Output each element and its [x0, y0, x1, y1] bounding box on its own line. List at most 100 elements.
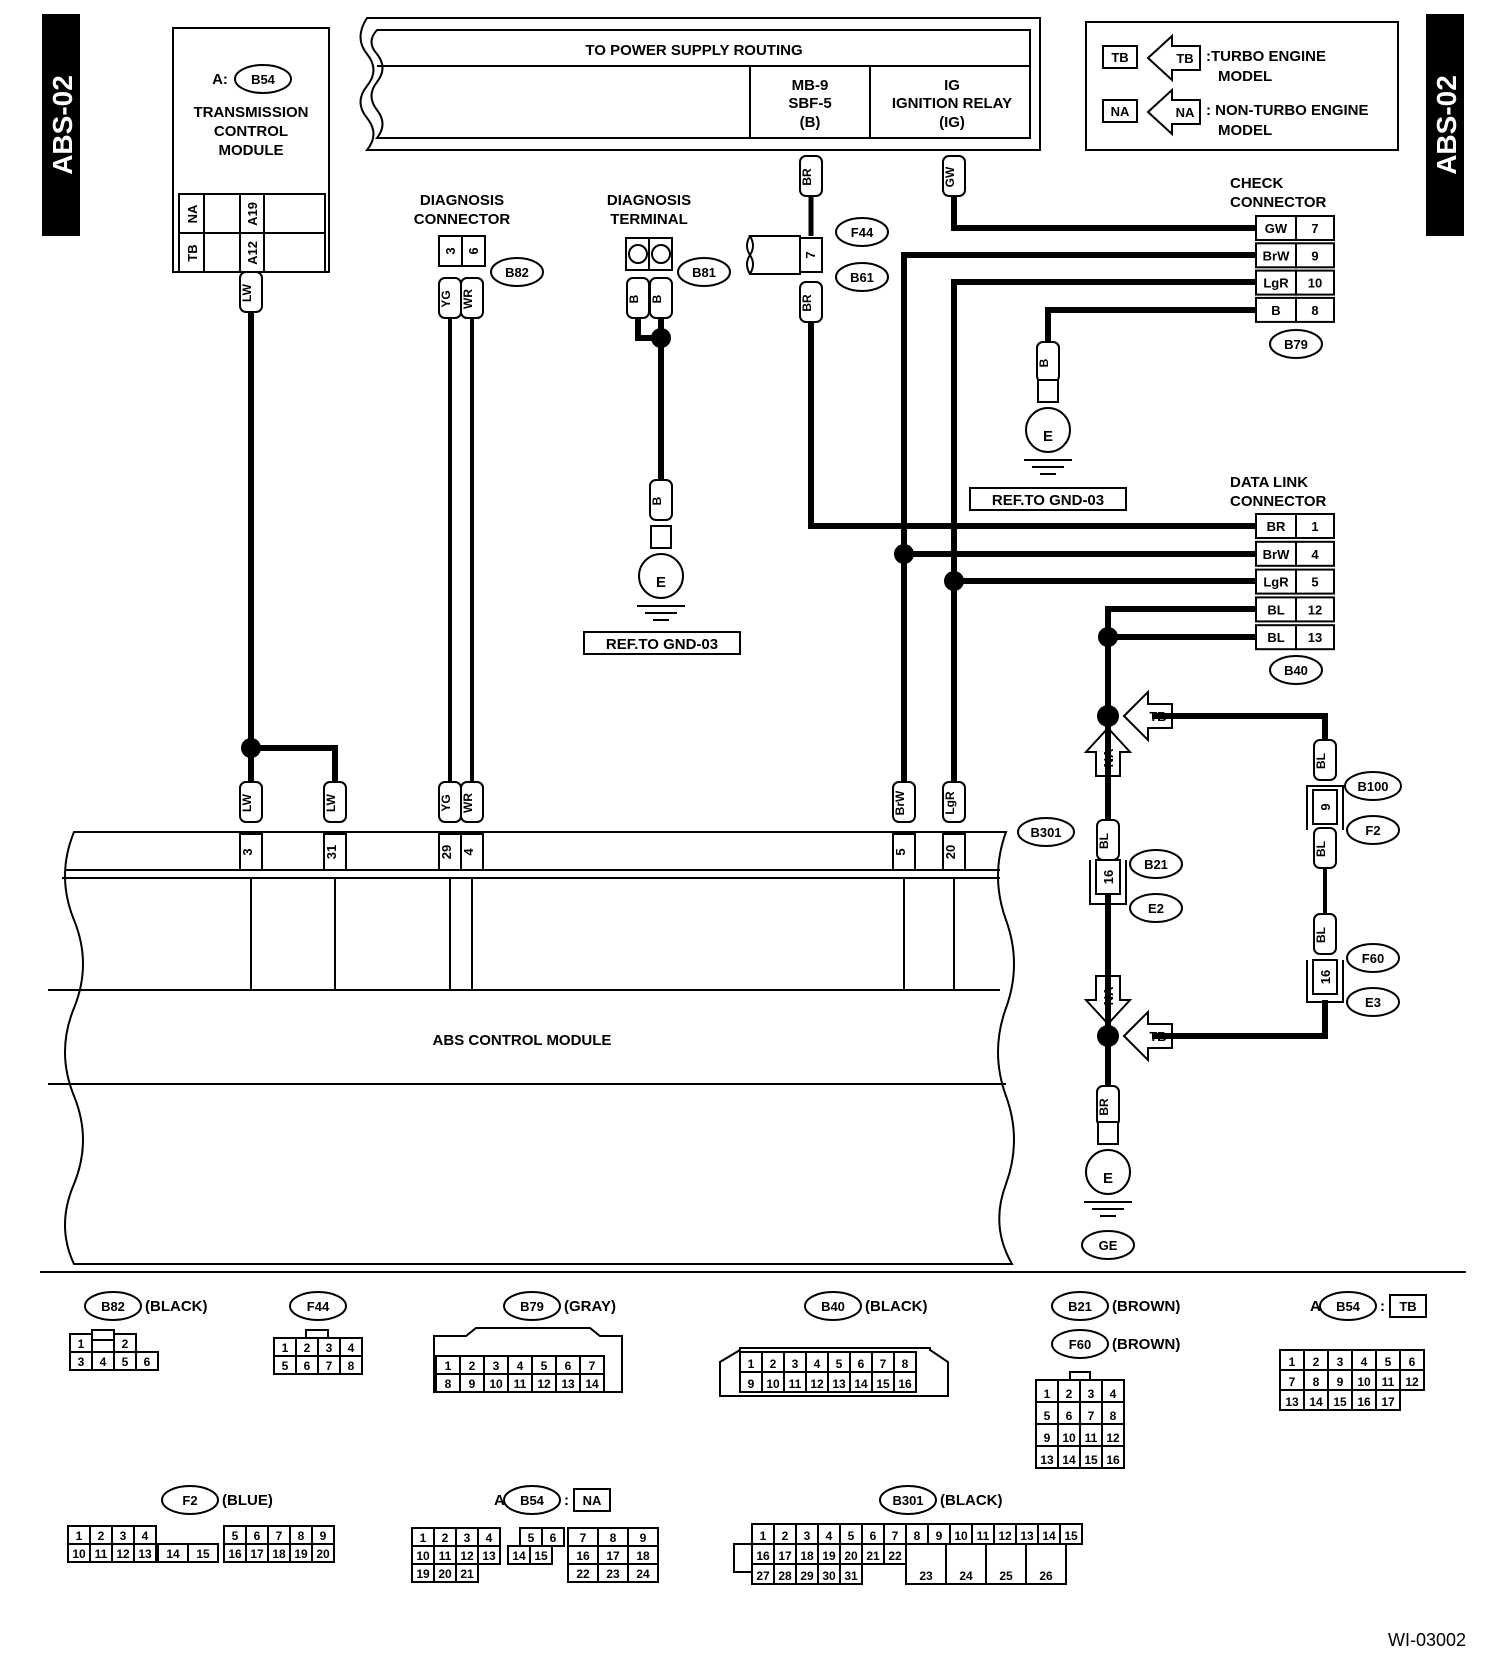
pin-cell: 10	[416, 1549, 430, 1563]
wire-color-label: WR	[461, 793, 475, 813]
latch	[305, 1329, 329, 1339]
pin-cell: 22	[888, 1549, 902, 1563]
pin-cell: 18	[800, 1549, 814, 1563]
pin-cell: 9	[640, 1531, 647, 1545]
svg-text:TERMINAL: TERMINAL	[610, 211, 688, 228]
pin-cell: 8	[298, 1529, 305, 1543]
connector-view-header: F2(BLUE)	[161, 1485, 273, 1515]
pin-cell: 7	[580, 1531, 587, 1545]
pin-number: 1	[1311, 519, 1318, 534]
svg-text:NA: NA	[1111, 104, 1130, 119]
abs-pin-number: 3	[240, 848, 255, 855]
connector-id: F60	[1069, 1337, 1091, 1352]
svg-text:16: 16	[1318, 970, 1333, 984]
svg-text:TB: TB	[1149, 709, 1166, 724]
pin-cell: 10	[766, 1377, 780, 1391]
pin-cell: 16	[576, 1549, 590, 1563]
svg-text:: NON-TURBO ENGINE: : NON-TURBO ENGINE	[1206, 102, 1369, 119]
pin-cell: 15	[1084, 1453, 1098, 1467]
svg-text:CONNECTOR: CONNECTOR	[1230, 194, 1327, 211]
pin-cell: 9	[936, 1529, 943, 1543]
svg-text:7: 7	[803, 251, 818, 258]
svg-text:F44: F44	[851, 225, 874, 240]
pin-cell: 6	[550, 1531, 557, 1545]
svg-text:3: 3	[443, 247, 458, 254]
abs-pin-number: 29	[439, 845, 454, 859]
grounds: EEE	[637, 379, 1132, 1217]
pin-cell: 2	[122, 1337, 129, 1351]
ground-letter: E	[656, 574, 666, 591]
svg-text:B79: B79	[1284, 337, 1308, 352]
pin-cell: 28	[778, 1569, 792, 1583]
svg-text:REF.TO GND-03: REF.TO GND-03	[606, 636, 718, 653]
wire-color-label: BL	[1314, 753, 1328, 769]
pin-cell: 7	[276, 1529, 283, 1543]
wire-color-label: BL	[1314, 927, 1328, 943]
wire-color-label: B	[650, 294, 664, 303]
pin-cell: 20	[438, 1567, 452, 1581]
abs-pin: 31	[323, 833, 347, 871]
pin-cell: 9	[1337, 1375, 1344, 1389]
pin-cell: 8	[1313, 1375, 1320, 1389]
wire-tag: BrW	[892, 781, 916, 823]
svg-text:MODULE: MODULE	[219, 142, 284, 159]
svg-text:GE: GE	[1099, 1238, 1118, 1253]
wire-tag: BL	[1313, 827, 1337, 869]
pin-cell: 5	[528, 1531, 535, 1545]
ground-symbol: E	[1084, 1121, 1132, 1217]
svg-text:B301: B301	[1030, 825, 1061, 840]
svg-text:TB: TB	[1149, 1029, 1166, 1044]
pin-cell: 1	[760, 1529, 767, 1543]
svg-text:E2: E2	[1148, 901, 1164, 916]
pin-cell: 3	[792, 1357, 799, 1371]
pin-cell: 14	[585, 1377, 599, 1391]
pin-cell: 14	[512, 1549, 526, 1563]
junction-dots	[241, 328, 1119, 1047]
connector-view-header: B40(BLACK)	[804, 1291, 927, 1321]
pin-cell: 8	[1110, 1409, 1117, 1423]
connector-view-header: B301(BLACK)	[879, 1485, 1002, 1515]
svg-text:MODEL: MODEL	[1218, 122, 1272, 139]
pin-cell: 22	[576, 1567, 590, 1581]
connector-id: B54	[1336, 1299, 1361, 1314]
pin-cell: 11	[789, 1377, 802, 1391]
pin-number: 4	[1311, 547, 1319, 562]
svg-text:REF.TO GND-03: REF.TO GND-03	[992, 492, 1104, 509]
pin-cell: 4	[814, 1357, 821, 1371]
connector-id: B40	[821, 1299, 845, 1314]
svg-text:CHECK: CHECK	[1230, 175, 1284, 192]
pin-cell: 4	[100, 1355, 107, 1369]
abs-pin: 3	[239, 833, 263, 871]
pin-cell: 14	[166, 1547, 180, 1561]
svg-text:B40: B40	[1284, 663, 1308, 678]
svg-text:(IG): (IG)	[939, 114, 965, 131]
wire-color-label: GW	[943, 166, 957, 187]
pin-cell: 7	[1289, 1375, 1296, 1389]
pin-cell: 13	[561, 1377, 575, 1391]
svg-text:F60: F60	[1362, 951, 1384, 966]
connector-id: B21	[1068, 1299, 1092, 1314]
pin-cell: 6	[870, 1529, 877, 1543]
pin-number: 9	[1311, 248, 1318, 263]
svg-text:DIAGNOSIS: DIAGNOSIS	[420, 192, 504, 209]
pin-wire-color: LgR	[1263, 276, 1289, 291]
diagnosis-connector: DIAGNOSIS CONNECTOR 3 6 B82	[414, 192, 544, 287]
pin-number: 13	[1308, 630, 1322, 645]
pin-cell: 20	[844, 1549, 858, 1563]
b301-key	[733, 1543, 753, 1573]
wire-color-label: B	[627, 294, 641, 303]
pin-cell: 3	[493, 1359, 500, 1373]
pin-cell: 16	[1106, 1453, 1120, 1467]
wire-color-label: B	[1037, 358, 1051, 367]
abs-pin-number: 5	[893, 848, 908, 855]
pin-cell: 12	[537, 1377, 551, 1391]
pin-cell: 17	[1381, 1395, 1395, 1409]
